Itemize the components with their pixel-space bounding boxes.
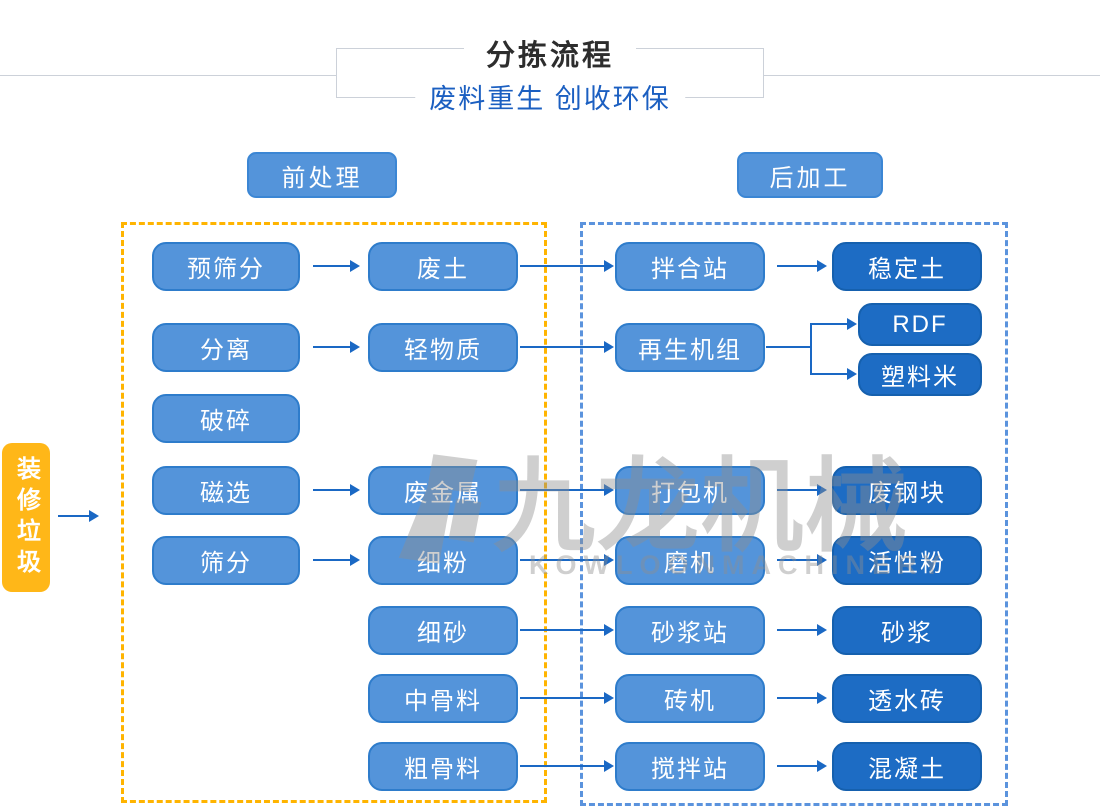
post-processing-region <box>580 222 1008 806</box>
flow-node-concrete: 混凝土 <box>832 742 982 791</box>
pre-processing-region <box>121 222 547 803</box>
source-box-label: 装修垃圾 <box>12 455 40 580</box>
flow-node-pre-screening: 预筛分 <box>152 242 300 291</box>
flow-node-crushing: 破碎 <box>152 394 300 443</box>
arrow-col2-col3 <box>520 341 614 353</box>
arrow-col3-col4 <box>777 484 827 496</box>
section-label-pre-processing: 前处理 <box>247 152 397 198</box>
arrow-col2-col3 <box>520 260 614 272</box>
flow-node-mortar-station: 砂浆站 <box>615 606 765 655</box>
flow-node-mortar: 砂浆 <box>832 606 982 655</box>
flow-node-separation: 分离 <box>152 323 300 372</box>
arrow-col3-col4 <box>777 260 827 272</box>
flow-node-rdf: RDF <box>858 303 982 346</box>
flow-node-magnetic-separation: 磁选 <box>152 466 300 515</box>
arrow-col3-col4 <box>777 760 827 772</box>
arrow-col3-col4 <box>777 624 827 636</box>
arrow-col3-col4 <box>777 692 827 704</box>
flow-node-plastic-pellets: 塑料米 <box>858 353 982 396</box>
flow-node-waste-metal: 废金属 <box>368 466 518 515</box>
flow-node-waste-steel-block: 废钢块 <box>832 466 982 515</box>
arrow-col2-col3 <box>520 624 614 636</box>
arrow-col1-col2 <box>313 484 360 496</box>
arrow-col2-col3 <box>520 554 614 566</box>
arrow-col2-col3 <box>520 760 614 772</box>
flow-node-fine-powder: 细粉 <box>368 536 518 585</box>
flow-node-mill: 磨机 <box>615 536 765 585</box>
fork-arrow-plastic <box>810 368 857 380</box>
flow-node-medium-aggregate: 中骨料 <box>368 674 518 723</box>
flow-node-active-powder: 活性粉 <box>832 536 982 585</box>
fork-vertical-line <box>810 324 812 375</box>
flow-node-screening: 筛分 <box>152 536 300 585</box>
page-subtitle: 废料重生 创收环保 <box>415 84 685 114</box>
arrow-col2-col3 <box>520 692 614 704</box>
flow-node-mixing-plant: 拌合站 <box>615 242 765 291</box>
page-title: 分拣流程 <box>463 40 637 72</box>
fork-arrow-rdf <box>810 318 857 330</box>
arrow-col1-col2 <box>313 554 360 566</box>
arrow-col3-col4 <box>777 554 827 566</box>
flow-node-permeable-brick: 透水砖 <box>832 674 982 723</box>
flow-node-regeneration-unit: 再生机组 <box>615 323 765 372</box>
flow-node-baler: 打包机 <box>615 466 765 515</box>
arrow-col1-col2 <box>313 260 360 272</box>
flow-node-stirring-station: 搅拌站 <box>615 742 765 791</box>
flow-node-stabilized-soil: 稳定土 <box>832 242 982 291</box>
section-label-post-processing: 后加工 <box>737 152 883 198</box>
fork-stem-line <box>766 346 810 348</box>
flow-node-waste-soil: 废土 <box>368 242 518 291</box>
flow-node-light-material: 轻物质 <box>368 323 518 372</box>
flow-node-fine-sand: 细砂 <box>368 606 518 655</box>
source-box-renovation-waste: 装修垃圾 <box>2 443 50 592</box>
source-arrow <box>58 510 99 522</box>
arrow-col1-col2 <box>313 341 360 353</box>
flow-node-brick-machine: 砖机 <box>615 674 765 723</box>
arrow-col2-col3 <box>520 484 614 496</box>
flow-node-coarse-aggregate: 粗骨料 <box>368 742 518 791</box>
